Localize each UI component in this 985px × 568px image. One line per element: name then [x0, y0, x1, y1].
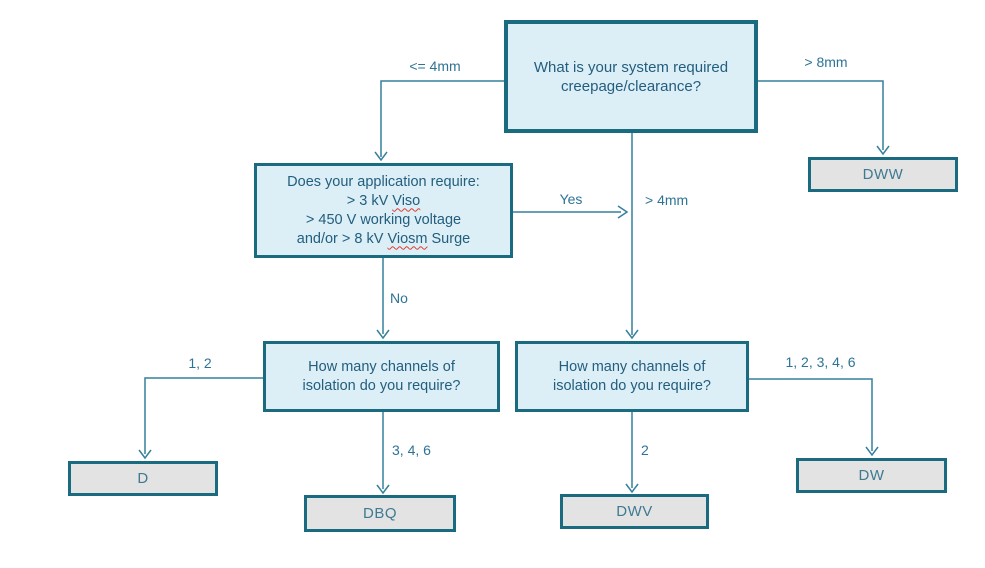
edge-label-channels-1-2: 1, 2	[188, 355, 212, 371]
question-channels-left: How many channels of isolation do you re…	[263, 341, 500, 412]
edge-channels-left-to-d-line	[144, 377, 263, 454]
edge-creepage-to-dww-line	[758, 80, 884, 150]
edge-label-yes: Yes	[559, 191, 583, 207]
edge-label-channels-3-4-6: 3, 4, 6	[392, 442, 431, 458]
question-application-requirements: Does your application require: > 3 kV Vi…	[254, 163, 513, 258]
arrowhead-channels-left	[376, 329, 390, 340]
edge-label-gt-8mm: > 8mm	[804, 54, 848, 70]
question-text-line: Does your application require:	[287, 173, 480, 190]
result-package-dbq: DBQ	[304, 495, 456, 532]
question-text-line: What is your system required	[533, 58, 729, 76]
arrowhead-d	[138, 449, 152, 460]
edge-label-channels-2: 2	[641, 442, 649, 458]
question-text-part: Surge	[427, 230, 471, 247]
arrowhead-dww	[876, 145, 890, 156]
result-package-dwv: DWV	[560, 494, 709, 529]
result-package-dw: DW	[796, 458, 947, 493]
edge-channels-right-to-dw-line	[749, 378, 873, 451]
spellchecked-word-viosm: Viosm	[387, 230, 428, 247]
edge-label-no: No	[390, 290, 408, 306]
arrowhead-dw	[865, 446, 879, 457]
spellchecked-word-viso: Viso	[392, 192, 421, 209]
arrowhead-dwv	[625, 483, 639, 494]
question-channels-right: How many channels of isolation do you re…	[515, 341, 749, 412]
question-text-line: isolation do you require?	[302, 377, 461, 394]
question-creepage-clearance: What is your system required creepage/cl…	[504, 20, 758, 133]
result-package-dww: DWW	[808, 157, 958, 192]
arrowhead-application	[374, 151, 388, 162]
question-text-line: How many channels of	[558, 358, 706, 375]
question-text-line: isolation do you require?	[553, 377, 711, 394]
edge-label-channels-1-2-3-4-6: 1, 2, 3, 4, 6	[785, 354, 856, 370]
arrowhead-dbq	[376, 484, 390, 495]
arrowhead-yes	[617, 205, 629, 219]
result-package-d: D	[68, 461, 218, 496]
question-text-part: and/or > 8 kV	[296, 230, 388, 247]
edge-label-gt-4mm: > 4mm	[645, 192, 689, 208]
edge-creepage-to-application-line	[380, 80, 504, 157]
edge-label-le-4mm: <= 4mm	[409, 58, 461, 74]
question-text-line: > 450 V working voltage	[305, 211, 462, 228]
question-text-line: How many channels of	[308, 358, 455, 375]
question-text-part: > 3 kV	[346, 192, 393, 209]
arrowhead-channels-right	[625, 329, 639, 340]
question-text-line: creepage/clearance?	[560, 77, 702, 95]
